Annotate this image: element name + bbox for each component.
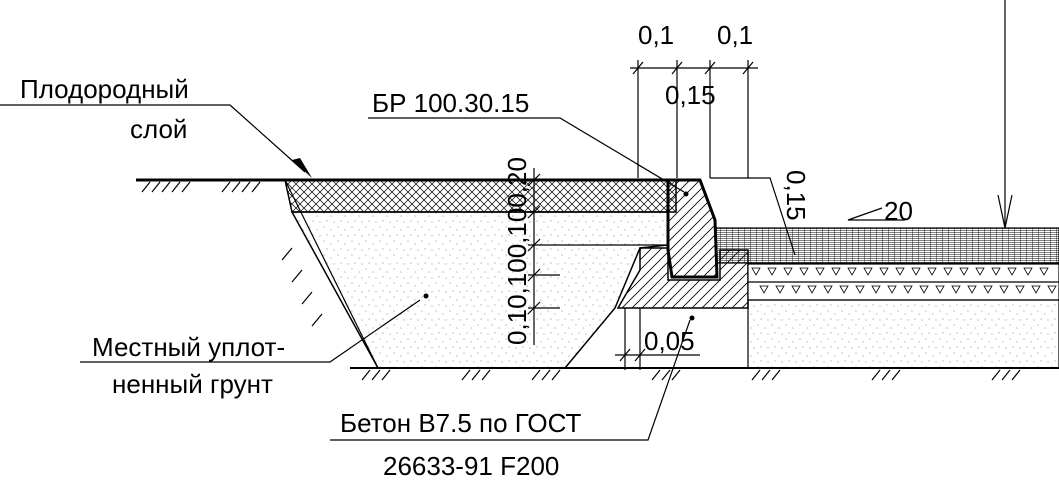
slope-mark — [847, 207, 905, 221]
label-curb: БР 100.30.15 — [372, 88, 529, 118]
offset-dimension — [615, 308, 700, 370]
gravel-triangle — [783, 267, 793, 276]
curb-stone — [666, 178, 719, 279]
dim-top-right: 0,1 — [717, 20, 753, 50]
dim-slope: 20 — [884, 196, 913, 226]
curb-dot — [683, 191, 689, 197]
concrete-dot — [689, 315, 695, 321]
dim-vertical-stack: 0,10,100,100,20 — [502, 157, 532, 345]
gravel-triangle — [775, 285, 785, 294]
gravel-triangle — [751, 267, 761, 276]
gravel-triangle — [887, 285, 897, 294]
gravel-triangle — [831, 267, 841, 276]
gravel-triangle — [839, 285, 849, 294]
fertile-soil-layer — [284, 179, 677, 213]
label-fertile-2: слой — [130, 114, 187, 144]
gravel-triangle — [799, 267, 809, 276]
top-dimensions — [630, 60, 796, 256]
gravel-triangle — [919, 285, 929, 294]
gravel-triangle — [847, 267, 857, 276]
label-fertile-1: Плодородный — [20, 74, 189, 104]
label-concrete-2: 26633-91 F200 — [383, 451, 559, 481]
gravel-triangle — [983, 285, 993, 294]
gravel-triangle — [807, 285, 817, 294]
dim-top-left: 0,1 — [638, 20, 674, 50]
gravel-triangle — [943, 267, 953, 276]
gravel-triangle — [1039, 267, 1049, 276]
axis-arrow — [997, 0, 1013, 229]
soil-dot — [423, 293, 429, 299]
gravel-triangle — [1023, 267, 1033, 276]
gravel-triangle — [863, 267, 873, 276]
gravel-triangle — [871, 285, 881, 294]
gravel-triangle — [879, 267, 889, 276]
slope-hatches — [281, 247, 323, 327]
gravel-triangle — [999, 285, 1009, 294]
gravel-triangle — [823, 285, 833, 294]
label-local-soil-1: Местный уплот- — [92, 332, 285, 362]
gravel-triangle — [951, 285, 961, 294]
asphalt-layer — [715, 227, 1059, 264]
gravel-triangle — [935, 285, 945, 294]
gravel-triangle — [903, 285, 913, 294]
gravel-triangle — [767, 267, 777, 276]
sand-base-layer — [747, 299, 1059, 369]
gravel-triangle — [1047, 285, 1057, 294]
label-concrete-1: Бетон B7.5 по ГОСТ — [340, 408, 582, 438]
crushed-stone-layer — [747, 263, 1059, 301]
gravel-triangle — [967, 285, 977, 294]
gravel-triangle — [895, 267, 905, 276]
dim-offset: 0,05 — [644, 326, 695, 356]
gravel-triangle — [911, 267, 921, 276]
gravel-triangle — [975, 267, 985, 276]
gravel-triangles — [751, 267, 1057, 294]
gravel-triangle — [855, 285, 865, 294]
dim-015: 0,15 — [665, 80, 716, 110]
trench-slope-left — [284, 179, 379, 369]
bottom-ground — [350, 367, 1059, 381]
dim-curb-height: 0,15 — [781, 170, 811, 221]
gravel-triangle — [1031, 285, 1041, 294]
local-soil-area — [290, 211, 669, 369]
gravel-triangle — [1015, 285, 1025, 294]
gravel-triangle — [991, 267, 1001, 276]
leader-lines — [0, 104, 691, 441]
label-local-soil-2: ненный грунт — [112, 369, 273, 399]
gravel-triangle — [791, 285, 801, 294]
gravel-triangle — [927, 267, 937, 276]
vertical-dimension-chain — [527, 168, 676, 345]
gravel-triangle — [759, 285, 769, 294]
gravel-triangle — [1007, 267, 1017, 276]
gravel-triangle — [815, 267, 825, 276]
gravel-triangle — [959, 267, 969, 276]
